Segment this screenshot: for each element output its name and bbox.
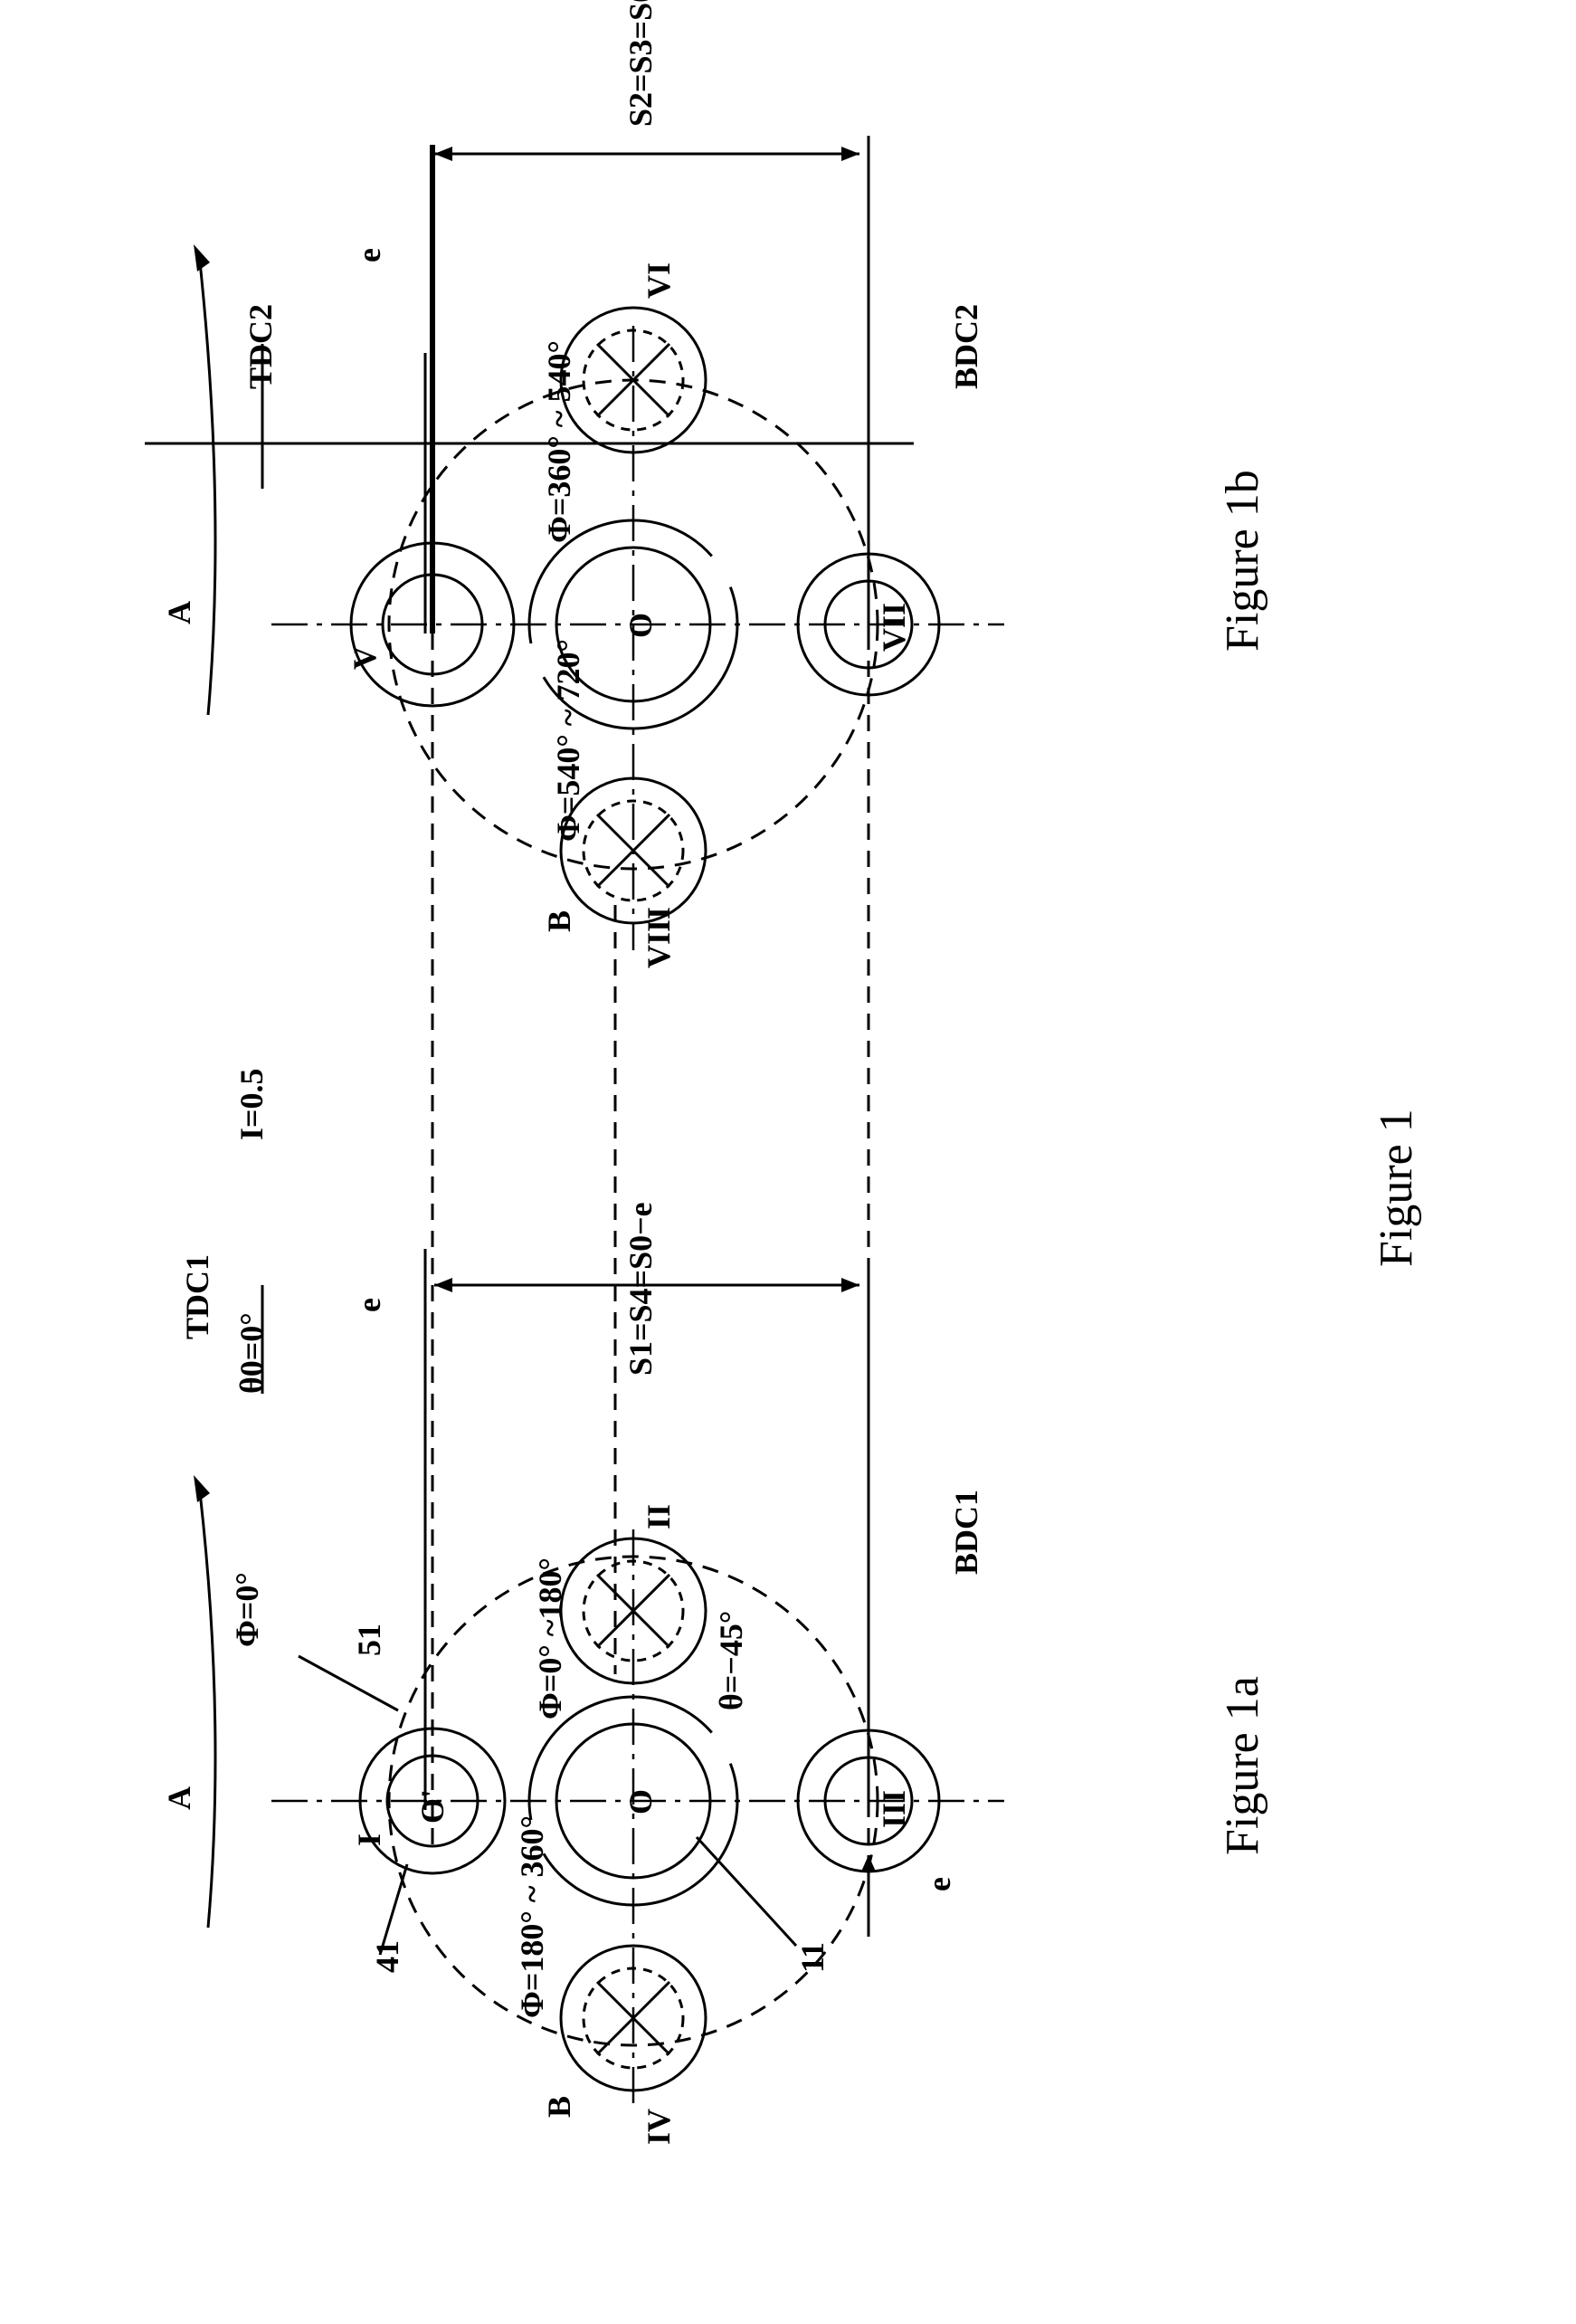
e-label-1a-group: e	[351, 1298, 387, 1312]
bdc1-label-group: BDC1	[948, 1490, 984, 1575]
position-label-viii: VIII	[641, 907, 677, 968]
stroke1-label-group: S1=S4=S0−e	[622, 1202, 659, 1376]
center-o-1b-group: O	[622, 613, 659, 638]
center-label-1b: O	[622, 613, 659, 638]
theta0-label: θ0=0°	[233, 1312, 270, 1394]
e-bottom-1a-group: e	[921, 1877, 957, 1891]
offset-label-1b: e	[351, 248, 387, 262]
rotation-label-b-1a: B	[541, 2096, 577, 2118]
stroke-arrow-right-1b	[841, 147, 859, 161]
caption-1a-group: Figure 1a	[1217, 1676, 1268, 1855]
range-top-1b-group: Φ=360° ~ 540°	[541, 340, 577, 543]
eccentric-center-label: O'	[414, 1789, 451, 1824]
figure-1a	[194, 1249, 1004, 2109]
caption-figure-1: Figure 1	[1371, 1109, 1422, 1267]
caption-figure-group: Figure 1	[1371, 1109, 1422, 1267]
reference-11: 11	[794, 1942, 831, 1973]
leader-51	[299, 1656, 398, 1710]
pos-vii-group: VII	[876, 603, 912, 652]
center-o-prime-group: O'	[414, 1789, 451, 1824]
range-bottom-1a-group: Φ=180° ~ 360°	[514, 1815, 550, 2018]
position-label-ii: II	[641, 1504, 677, 1529]
range-top-1a-group: Φ=0° ~180°	[532, 1557, 568, 1719]
reference-51: 51	[351, 1624, 387, 1656]
leader-11	[697, 1837, 796, 1946]
position-label-vi: VI	[641, 262, 677, 299]
offset-label-bottom-1a: e	[921, 1877, 957, 1891]
center-label-1a: O	[622, 1789, 659, 1814]
tdc2-label-group: TDC2	[242, 304, 279, 389]
ratio-group: I=0.5	[233, 1068, 270, 1140]
stroke-label-1a: S1=S4=S0−e	[622, 1202, 659, 1376]
rotation-label-b-1b: B	[541, 910, 577, 932]
range-label-bottom-1b: Φ=540° ~ 720°	[550, 639, 586, 842]
theta0-group: θ0=0°	[233, 1312, 270, 1394]
ratio-label: I=0.5	[233, 1068, 270, 1140]
rotation-arc-a-1a	[199, 1484, 215, 1928]
stroke2-label-group: S2=S3=S0+e	[622, 0, 659, 127]
theta-label-1a: θ=−45°	[713, 1611, 749, 1710]
pos-v-group: V	[347, 646, 383, 670]
rotation-arrow-a-1b	[194, 244, 210, 271]
offset-bottom-arrow-1a	[861, 1855, 876, 1872]
bdc2-label-group: BDC2	[948, 304, 984, 389]
range-label-bottom-1a: Φ=180° ~ 360°	[514, 1815, 550, 2018]
stroke-arrow-left-1b	[434, 147, 452, 161]
phi0-group: Φ=0°	[229, 1572, 265, 1647]
position-label-vii: VII	[876, 603, 912, 652]
range-bottom-1b-group: Φ=540° ~ 720°	[550, 639, 586, 842]
a-label-1b-group: A	[161, 601, 197, 624]
rotation-label-a-1a: A	[161, 1786, 197, 1810]
pos-vi-group: VI	[641, 262, 677, 299]
tdc2-label: TDC2	[242, 304, 279, 389]
a-label-1a-group: A	[161, 1786, 197, 1810]
phase-phi-label: Φ=0°	[229, 1572, 265, 1647]
theta-group: θ=−45°	[713, 1611, 749, 1710]
position-label-iii: III	[876, 1790, 912, 1828]
caption-1b-group: Figure 1b	[1217, 470, 1268, 652]
range-label-top-1a: Φ=0° ~180°	[532, 1557, 568, 1719]
rotation-arc-a-1b	[199, 253, 215, 715]
stroke-arrow-right-1a	[841, 1278, 859, 1292]
e-label-1b-group: e	[351, 248, 387, 262]
position-label-i: I	[351, 1833, 387, 1846]
tdc1-label: TDC1	[179, 1254, 215, 1339]
range-label-top-1b: Φ=360° ~ 540°	[541, 340, 577, 543]
bdc1-label: BDC1	[948, 1490, 984, 1575]
pos-i-group: I	[351, 1833, 387, 1846]
offset-label-1a: e	[351, 1298, 387, 1312]
caption-figure-1b: Figure 1b	[1217, 470, 1268, 652]
stroke-label-1b: S2=S3=S0+e	[622, 0, 659, 127]
ref-41-group: 41	[369, 1940, 405, 1973]
stroke-arrow-left-1a	[434, 1278, 452, 1292]
b-label-1b-group: B	[541, 910, 577, 932]
pos-viii-group: VIII	[641, 907, 677, 968]
tdc1-label-group: TDC1	[179, 1254, 215, 1339]
reference-41: 41	[369, 1940, 405, 1973]
position-label-v: V	[347, 646, 383, 670]
position-label-iv: IV	[641, 2109, 677, 2145]
center-o-1a-group: O	[622, 1789, 659, 1814]
pos-iv-group: IV	[641, 2109, 677, 2145]
caption-figure-1a: Figure 1a	[1217, 1676, 1268, 1855]
pos-iii-group: III	[876, 1790, 912, 1828]
rotation-label-a-1b: A	[161, 601, 197, 624]
ref-51-group: 51	[351, 1624, 387, 1656]
bdc2-label: BDC2	[948, 304, 984, 389]
b-label-1a-group: B	[541, 2096, 577, 2118]
rotation-arrow-a-1a	[194, 1475, 210, 1502]
ref-11-group: 11	[794, 1942, 831, 1973]
pos-ii-group: II	[641, 1504, 677, 1529]
